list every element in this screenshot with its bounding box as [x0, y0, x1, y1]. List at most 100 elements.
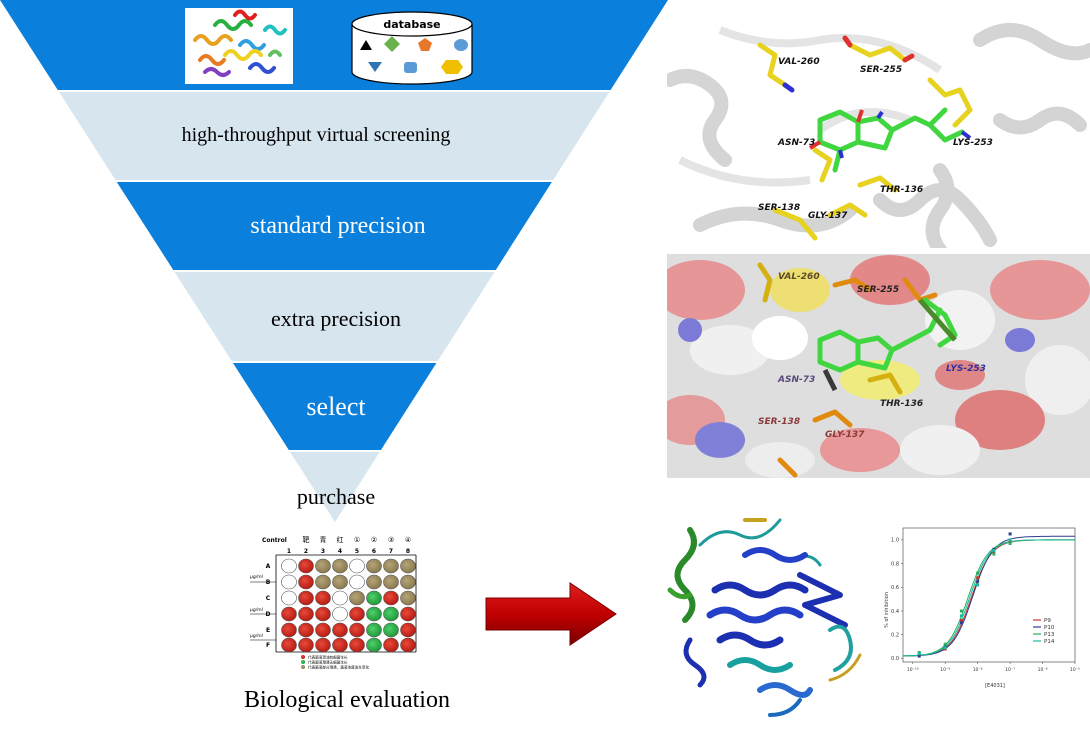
- chart-x-tick-label: 10⁻⁷: [1005, 667, 1015, 673]
- plate-row-header: D: [266, 611, 271, 618]
- plate-well: [281, 637, 297, 653]
- residue-label: ASN-73: [777, 138, 815, 148]
- plate-unit-label: μg/ml: [249, 574, 264, 580]
- plate-well: [400, 558, 416, 574]
- plate-column-header: 4: [338, 548, 342, 555]
- plate-well: [349, 622, 365, 638]
- plate-well: [298, 637, 314, 653]
- chart-point: [1008, 538, 1012, 542]
- plate-legend-text: 代表菌液澄清无细菌生长: [308, 660, 348, 665]
- plate-well: [332, 574, 348, 590]
- plate-well: [332, 558, 348, 574]
- residue-label: LYS-253: [953, 138, 993, 148]
- chart-legend-label: P14: [1044, 639, 1055, 645]
- plate-row-header: F: [266, 642, 270, 649]
- residue-label: SER-255: [860, 65, 902, 75]
- plate-top-symbol: 青: [320, 535, 327, 544]
- residue-label: VAL-260: [778, 272, 820, 282]
- chart-point: [976, 576, 980, 580]
- chart-y-tick-label: 0.2: [891, 633, 899, 639]
- plate-well: [315, 606, 331, 622]
- plate-well: [400, 622, 416, 638]
- chart-point: [992, 552, 996, 556]
- plate-well: [298, 622, 314, 638]
- plate-well: [298, 606, 314, 622]
- plate-well: [298, 558, 314, 574]
- plate-top-symbol: 靶: [303, 535, 310, 544]
- plate-legend-dot: [301, 665, 305, 669]
- biological-evaluation-label: Biological evaluation: [244, 687, 450, 713]
- plate-column-header: 8: [406, 548, 410, 555]
- funnel-label-htvs: high-throughput virtual screening: [182, 124, 451, 146]
- chart-xlabel: [E4031]: [985, 683, 1005, 689]
- plate-control-label: Control: [262, 537, 287, 544]
- chart-x-tick-label: 10⁻⁹: [940, 667, 950, 673]
- plate-column-header: 7: [389, 548, 393, 555]
- plate-well: [400, 574, 416, 590]
- chart-point: [976, 571, 980, 575]
- plate-well: [332, 637, 348, 653]
- plate-top-symbol: ②: [371, 536, 377, 544]
- chart-point: [917, 652, 921, 656]
- chart-point: [959, 614, 963, 618]
- plate-well: [366, 558, 382, 574]
- plate-well: [315, 558, 331, 574]
- plate-legend-dot: [301, 660, 305, 664]
- plate-well: [366, 637, 382, 653]
- plate-top-symbol: 红: [337, 535, 344, 544]
- plate-well: [332, 622, 348, 638]
- plate-row-header: B: [266, 579, 271, 586]
- funnel-label-sp: standard precision: [250, 213, 425, 239]
- chart-point: [992, 549, 996, 553]
- chart-series-line: [903, 539, 1075, 657]
- plate-well: [383, 590, 399, 606]
- plate-well: [383, 606, 399, 622]
- residue-label: THR-136: [880, 185, 923, 195]
- plate-column-header: 1: [287, 548, 291, 555]
- funnel-stage-database: [0, 0, 668, 91]
- residue-label: ASN-73: [777, 375, 815, 385]
- plate-well: [349, 606, 365, 622]
- chart-x-tick-label: 10⁻⁵: [1070, 667, 1080, 673]
- chart-y-tick-label: 1.0: [891, 538, 899, 544]
- chart-y-tick-label: 0.6: [891, 585, 899, 591]
- plate-well: [332, 590, 348, 606]
- residue-label: THR-136: [880, 399, 923, 409]
- plate-well: [315, 574, 331, 590]
- plate-well: [349, 558, 365, 574]
- chart-point: [943, 642, 947, 646]
- chart-legend-label: P9: [1044, 618, 1051, 624]
- residue-label: LYS-253: [946, 364, 986, 374]
- workflow-arrow: [485, 582, 617, 646]
- chart-point: [959, 621, 963, 625]
- chart-point: [1008, 532, 1012, 536]
- chart-x-tick-label: 10⁻⁶: [1038, 667, 1048, 673]
- chart-point: [976, 579, 980, 583]
- plate-well: [281, 574, 297, 590]
- plate-well: [349, 590, 365, 606]
- plate-wells: [281, 558, 416, 653]
- plate-well: [383, 574, 399, 590]
- plate-well: [400, 606, 416, 622]
- plate-row-header: A: [266, 563, 271, 570]
- protein-ribbon-image: [667, 518, 862, 717]
- plate-well: [315, 622, 331, 638]
- database-icon: database: [351, 11, 473, 85]
- plate-top-symbol: ④: [405, 536, 411, 544]
- plate-legend-dot: [301, 655, 305, 659]
- chart-point: [976, 583, 980, 587]
- plate-column-header: 6: [372, 548, 376, 555]
- docking-pose-surface: VAL-260 SER-255 ASN-73 LYS-253 THR-136 S…: [667, 254, 1090, 478]
- plate-legend-text: 代表菌液部分澄清，菌液浓度发生变化: [308, 665, 369, 670]
- plate-well: [400, 637, 416, 653]
- chart-series-line: [902, 535, 1075, 657]
- funnel-label-xp: extra precision: [271, 306, 401, 331]
- plate-well: [315, 590, 331, 606]
- funnel-label-purchase: purchase: [297, 484, 375, 509]
